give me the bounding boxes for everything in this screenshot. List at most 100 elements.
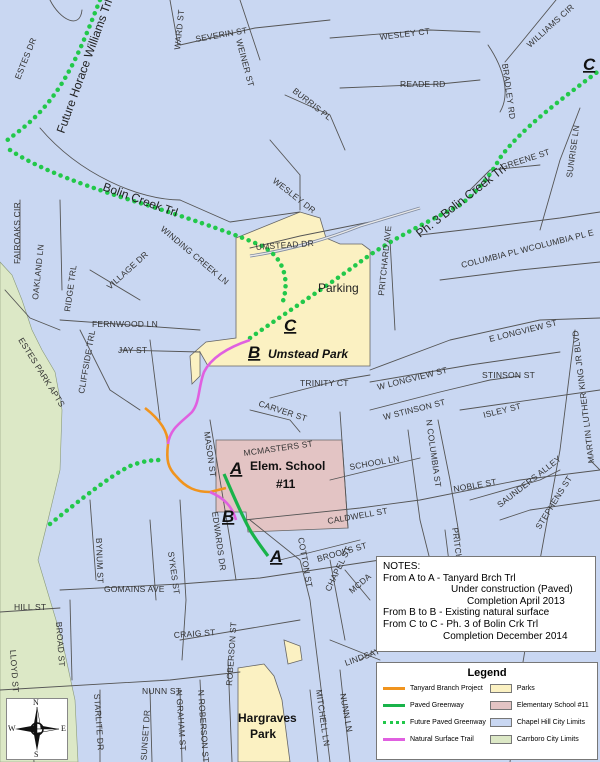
street-label: BROAD ST [54, 621, 67, 667]
compass-icon [15, 706, 60, 751]
legend-swatch [489, 718, 512, 727]
street-label: MARTIN LUTHER KING JR BLVD [570, 330, 596, 464]
street-label: BRADLEY RD [500, 63, 518, 120]
street-label: PRITCH [450, 527, 464, 561]
umstead-park-label: Umstead Park [268, 347, 349, 361]
legend-item: Parks [489, 684, 591, 693]
legend-swatch [489, 684, 512, 693]
street-label: FERNWOOD LN [92, 319, 158, 329]
notes-line: From C to C - Ph. 3 of Bolin Crk Trl [383, 618, 539, 630]
marker-c-north: C [583, 55, 596, 74]
notes-line: Completion April 2013 [467, 595, 565, 607]
street-label: READE RD [400, 79, 446, 89]
street-label: MCDA [347, 571, 373, 595]
legend-label: Carrboro City Limits [516, 736, 579, 743]
legend-label: Tanyard Branch Project [410, 685, 483, 692]
marker-b-north: B [248, 343, 260, 362]
legend-swatch [489, 735, 512, 744]
street-label: FAIROAKS CIR [12, 202, 22, 264]
compass-south: S [34, 750, 39, 759]
compass-rose: N S W E [6, 698, 68, 760]
street-label: GOMAINS AVE [104, 584, 165, 594]
horace-williams-trail-label: Future Horace Williams Trl [54, 0, 116, 135]
street-label: STARLITE DR [92, 693, 106, 750]
street-label: NOBLE ST [453, 477, 498, 494]
street-label: N COLUMBIA ST [424, 419, 443, 488]
legend: Legend Tanyard Branch Project Parks Pave… [376, 662, 598, 760]
school-label: Elem. School [250, 459, 325, 473]
natural-surface-trail-2 [209, 490, 238, 521]
legend-swatch [489, 701, 512, 710]
street-label: W STINSON ST [382, 397, 446, 422]
street-label: BYNUM ST [94, 538, 106, 584]
legend-item: Elementary School #11 [489, 701, 591, 710]
street-label: MASON ST [202, 431, 218, 478]
street-label: ROBERSON ST [224, 622, 238, 687]
street-label: ESTES DR [13, 36, 39, 81]
street-label: BURRIS PL [291, 86, 334, 123]
street-label: WARD ST [172, 9, 186, 50]
street-label: CARVER ST [257, 398, 308, 423]
street-label: COTTON ST [296, 537, 315, 589]
street-label: SUNRISE LN [564, 124, 581, 178]
street-label: NUNN ST [142, 686, 181, 696]
umstead-park-area [189, 211, 371, 385]
compass-east: E [61, 724, 66, 733]
notes-line: Completion December 2014 [443, 630, 568, 642]
street-label: N ROBERSON ST [196, 689, 211, 762]
legend-label: Paved Greenway [410, 702, 464, 709]
street-label: WINDING CREEK LN [159, 224, 231, 287]
street-label: LLOYD ST [8, 649, 21, 692]
creek-inner [249, 207, 421, 257]
legend-swatch [383, 738, 405, 741]
street-label: COLUMBIA PL WCOLUMBIA PL E [460, 227, 595, 270]
street-label: N GRAHAM ST [174, 689, 188, 751]
street-label: HILL ST [14, 602, 46, 612]
street-label: WESLEY DR [271, 176, 318, 216]
street-label: W LONGVIEW ST [376, 365, 448, 392]
small-park-area [283, 639, 303, 665]
natural-surface-trail [166, 338, 251, 445]
street-label: GREENE ST [500, 147, 552, 172]
street-label: UMSTEAD DR [255, 238, 314, 252]
notes-line: Under construction (Paved) [451, 584, 573, 596]
notes-line: From B to B - Existing natural surface [383, 607, 550, 619]
tanyard-branch-trail [144, 406, 227, 494]
marker-b-south: B [222, 507, 234, 526]
street-label: MITCHELL LN [314, 689, 332, 747]
compass-west: W [8, 724, 16, 733]
legend-label: Chapel Hill City Limits [516, 719, 585, 726]
legend-item: Future Paved Greenway [383, 718, 486, 727]
marker-c-south: C [284, 316, 297, 335]
notes-title: NOTES: [383, 561, 421, 572]
street-label: CRAIG ST [173, 627, 215, 640]
street-label: WILLIAMS CIR [525, 2, 576, 50]
street-label: SUNSET DR [138, 709, 152, 760]
legend-item: Natural Surface Trail [383, 735, 486, 744]
street-label: OAKLAND LN [30, 244, 46, 301]
marker-a-south: A [269, 547, 282, 566]
legend-label: Natural Surface Trail [410, 736, 474, 743]
legend-item: Carrboro City Limits [489, 735, 591, 744]
street-label: JAY ST [118, 345, 147, 355]
ph3-bolin-creek-trail-label: Ph. 3 Bolin Creek Trl [413, 162, 508, 241]
parking-label: Parking [318, 281, 359, 295]
street-label: CLIFFSIDE TRL [76, 329, 97, 394]
legend-item: Tanyard Branch Project [383, 684, 486, 693]
street-label: SYKES ST [166, 551, 182, 595]
legend-item: Paved Greenway [383, 701, 486, 710]
legend-swatch [383, 704, 405, 707]
legend-items: Tanyard Branch Project Parks Paved Green… [383, 684, 591, 744]
school-label-number: #11 [276, 477, 296, 491]
street-label: E LONGVIEW ST [488, 317, 558, 344]
hargraves-park-area [237, 663, 291, 762]
street-label: STINSON ST [482, 370, 535, 380]
notes-line: From A to A - Tanyard Brch Trl [383, 572, 516, 584]
street-label: NUNN LN [338, 693, 355, 733]
street-label: WESLEY CT [379, 26, 431, 42]
street-label: TRINITY CT [300, 378, 349, 388]
street-label: VILLAGE DR [105, 249, 150, 291]
